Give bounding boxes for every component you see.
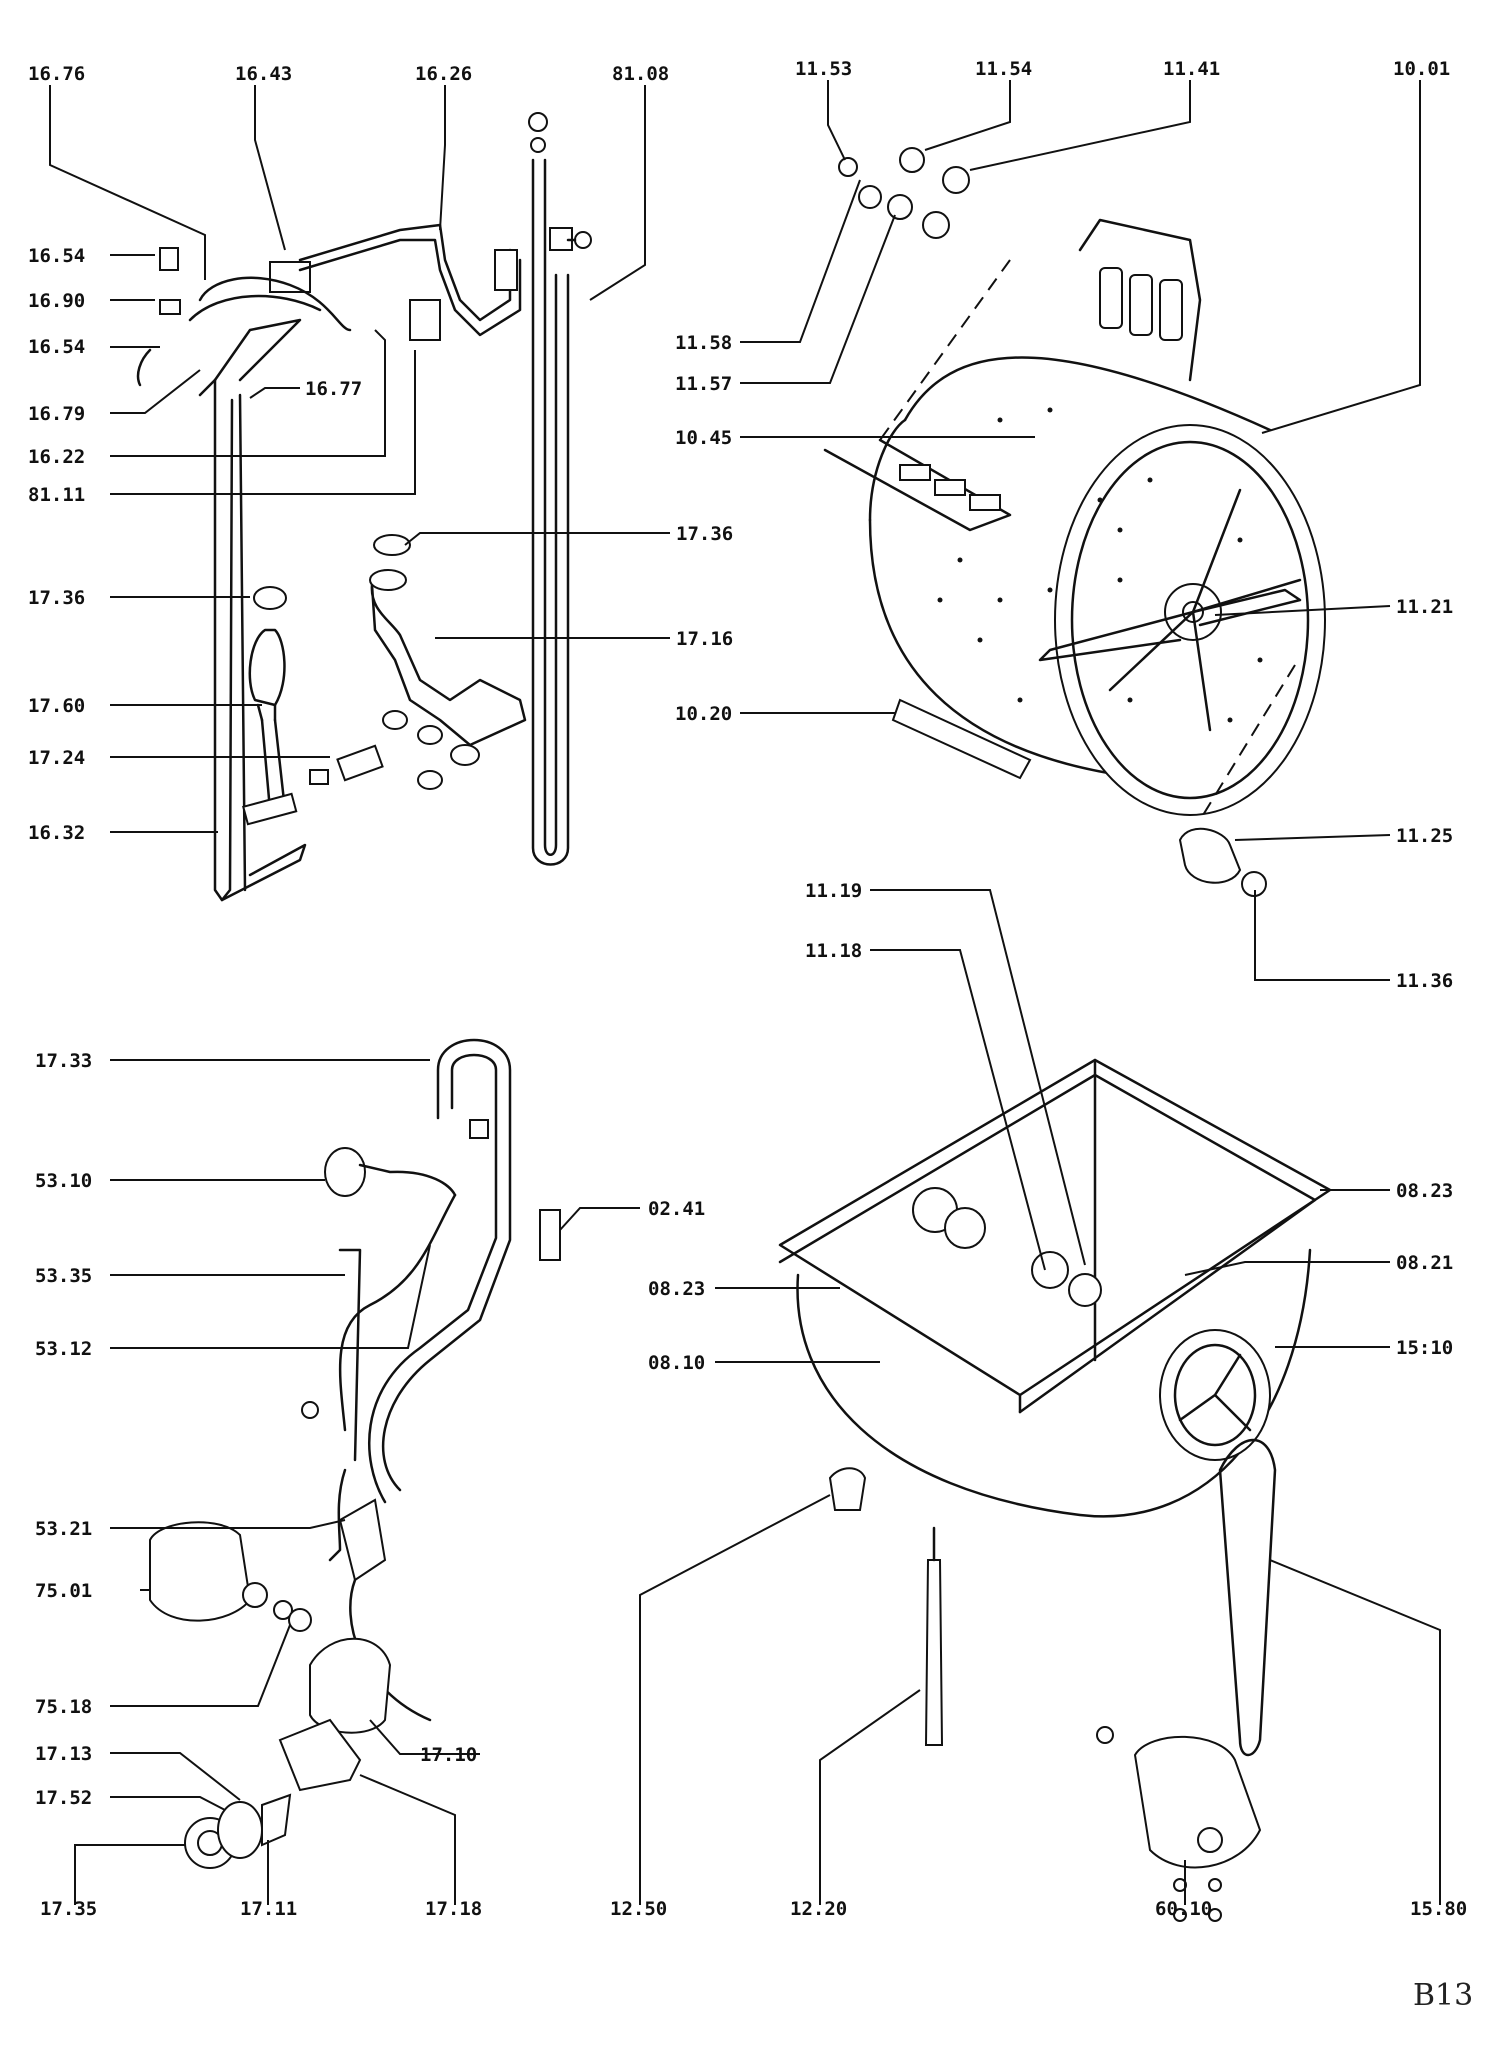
label-17-10: 17.10 (420, 1744, 477, 1766)
label-81-11: 81.11 (28, 484, 85, 506)
label-08-21: 08.21 (1396, 1252, 1453, 1274)
label-53-10: 53.10 (35, 1170, 92, 1192)
label-11-53: 11.53 (795, 58, 852, 80)
label-17-60: 17.60 (28, 695, 85, 717)
pump-assembly (149, 1038, 561, 1869)
label-53-35: 53.35 (35, 1265, 92, 1287)
label-08-10: 08.10 (648, 1352, 705, 1374)
drain-hose (528, 112, 592, 866)
label-16-79: 16.79 (28, 403, 85, 425)
leader-lines (49, 80, 1441, 1905)
label-16-76: 16.76 (28, 63, 85, 85)
label-53-12: 53.12 (35, 1338, 92, 1360)
label-11-54: 11.54 (975, 58, 1032, 80)
label-08-23-left: 08.23 (648, 1278, 705, 1300)
detergent-hose (242, 586, 480, 826)
sump-hose (369, 534, 527, 747)
label-11-25: 11.25 (1396, 825, 1453, 847)
tub-assembly (778, 1058, 1332, 1922)
label-17-18: 17.18 (425, 1898, 482, 1920)
label-16-54-bottom: 16.54 (28, 336, 85, 358)
label-16-22: 16.22 (28, 446, 85, 468)
label-15-10: 15:10 (1396, 1337, 1453, 1359)
label-11-57: 11.57 (675, 373, 732, 395)
label-17-24: 17.24 (28, 747, 85, 769)
label-10-20: 10.20 (675, 703, 732, 725)
label-08-23-right: 08.23 (1396, 1180, 1453, 1202)
label-17-52: 17.52 (35, 1787, 92, 1809)
label-17-11: 17.11 (240, 1898, 297, 1920)
label-11-36: 11.36 (1396, 970, 1453, 992)
drum-assembly (823, 147, 1326, 897)
label-81-08: 81.08 (612, 63, 669, 85)
label-10-01: 10.01 (1393, 58, 1450, 80)
label-17-16: 17.16 (676, 628, 733, 650)
label-11-41: 11.41 (1163, 58, 1220, 80)
label-16-43: 16.43 (235, 63, 292, 85)
label-17-35: 17.35 (40, 1898, 97, 1920)
label-75-01: 75.01 (35, 1580, 92, 1602)
label-17-13: 17.13 (35, 1743, 92, 1765)
label-15-80: 15.80 (1410, 1898, 1467, 1920)
label-75-18: 75.18 (35, 1696, 92, 1718)
label-17-33: 17.33 (35, 1050, 92, 1072)
label-02-41: 02.41 (648, 1198, 705, 1220)
part-labels: 16.76 16.43 16.26 81.08 11.53 11.54 11.4… (28, 58, 1467, 1920)
label-16-32: 16.32 (28, 822, 85, 844)
label-16-90: 16.90 (28, 290, 85, 312)
label-16-77: 16.77 (305, 378, 362, 400)
label-11-21: 11.21 (1396, 596, 1453, 618)
label-53-21: 53.21 (35, 1518, 92, 1540)
label-16-26: 16.26 (415, 63, 472, 85)
label-11-18: 11.18 (805, 940, 862, 962)
label-60-10: 60.10 (1155, 1898, 1212, 1920)
label-17-36-right: 17.36 (676, 523, 733, 545)
sheet-code: B13 (1413, 1978, 1473, 2013)
label-10-45: 10.45 (675, 427, 732, 449)
perforation-dots (937, 407, 1263, 723)
label-11-58: 11.58 (675, 332, 732, 354)
label-17-36-left: 17.36 (28, 587, 85, 609)
label-12-50: 12.50 (610, 1898, 667, 1920)
inlet-valve-assembly (136, 223, 573, 902)
label-11-19: 11.19 (805, 880, 862, 902)
label-12-20: 12.20 (790, 1898, 847, 1920)
label-16-54-top: 16.54 (28, 245, 85, 267)
